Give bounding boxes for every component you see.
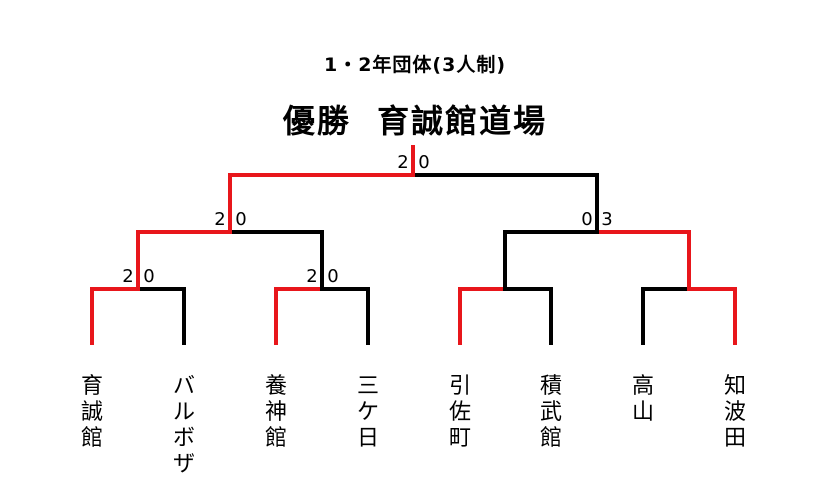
final-right-line (411, 173, 599, 234)
team-label: 積武館 (531, 374, 571, 452)
team-label-char: 知 (723, 374, 746, 399)
r1-m1-score-right: 0 (143, 266, 154, 287)
team-label-char: 山 (631, 400, 654, 425)
r1-m1-right-line (136, 287, 186, 345)
r1-m3-right-line (503, 287, 553, 345)
team-label-char: ル (172, 400, 195, 425)
team-label-char: 館 (539, 426, 562, 451)
team-label: 知波田 (715, 374, 755, 452)
r1-m2-score-left: 2 (306, 266, 317, 287)
r2-m2-right-line (595, 230, 691, 291)
r2-m1-left-line (136, 230, 232, 291)
r2-m1-score-left: 2 (214, 209, 225, 230)
team-label-char: 波 (723, 400, 746, 425)
team-label-char: バ (172, 374, 195, 399)
team-label: 育誠館 (72, 374, 112, 452)
team-label-char: 三 (356, 374, 379, 399)
team-label-char: ザ (172, 452, 195, 477)
team-label-char: 積 (539, 374, 562, 399)
team-label-char: 町 (448, 426, 471, 451)
team-label-char: 育 (80, 374, 103, 399)
team-label-char: 館 (80, 426, 103, 451)
r1-m4-left-line (641, 287, 691, 345)
r2-m1-score-right: 0 (235, 209, 246, 230)
team-label-char: 養 (264, 374, 287, 399)
r2-m2-left-line (503, 230, 599, 291)
team-label-char: 神 (264, 400, 287, 425)
winner-team: 育誠館道場 (377, 102, 548, 140)
team-label: 引佐町 (440, 374, 480, 452)
r2-m2-score-right: 3 (601, 209, 612, 230)
team-label-char: 高 (631, 374, 654, 399)
tournament-subtitle: 1・2年団体(3人制) (323, 54, 507, 76)
r1-m2-score-right: 0 (327, 266, 338, 287)
team-label-char: ボ (172, 426, 195, 451)
champion-heading: 優勝 育誠館道場 (0, 96, 830, 142)
team-label: 三ケ日 (348, 374, 388, 452)
final-score-left: 2 (397, 152, 408, 173)
team-label-char: 佐 (448, 400, 471, 425)
r2-m2-score-left: 0 (581, 209, 592, 230)
final-left-line (228, 173, 415, 234)
r1-m2-left-line (274, 287, 324, 345)
team-label: 養神館 (256, 374, 296, 452)
team-label: バルボザ (164, 374, 204, 478)
r1-m1-score-left: 2 (122, 266, 133, 287)
winner-label: 優勝 (282, 102, 351, 140)
team-label-char: 田 (723, 426, 746, 451)
team-label-char: 誠 (80, 400, 103, 425)
team-label-char: 武 (539, 400, 562, 425)
r1-m2-right-line (320, 287, 370, 345)
team-label-char: 館 (264, 426, 287, 451)
team-label-char: ケ (356, 400, 379, 425)
team-label-char: 引 (448, 374, 471, 399)
team-label-char: 日 (356, 426, 379, 451)
r1-m1-left-line (90, 287, 140, 345)
r2-m1-right-line (228, 230, 324, 291)
r1-m3-left-line (458, 287, 507, 345)
team-label: 高山 (623, 374, 663, 426)
final-score-right: 0 (418, 152, 429, 173)
r1-m4-right-line (687, 287, 737, 345)
